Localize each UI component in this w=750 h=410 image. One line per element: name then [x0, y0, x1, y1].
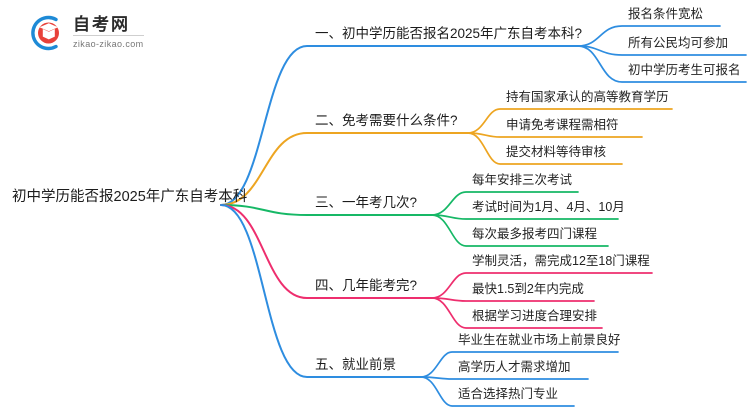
logo-title: 自考网: [73, 15, 144, 36]
leaf-4-2[interactable]: 最快1.5到2年内完成: [472, 282, 584, 296]
leaf-5-3[interactable]: 适合选择热门专业: [458, 387, 559, 401]
leaf-2-2[interactable]: 申请免考课程需相符: [506, 118, 619, 132]
logo-text-block: 自考网 zikao-zikao.com: [73, 15, 144, 51]
leaf-5-1[interactable]: 毕业生在就业市场上前景良好: [458, 333, 621, 347]
leaf-2-3[interactable]: 提交材料等待审核: [506, 145, 607, 159]
connector-path: [220, 132, 469, 206]
connector-path: [577, 45, 747, 83]
connector-path: [467, 108, 673, 134]
branch-title-1[interactable]: 一、初中学历能否报名2025年广东自考本科?: [315, 26, 583, 41]
connector-path: [220, 204, 422, 378]
branch-title-3[interactable]: 三、一年考几次?: [315, 195, 418, 210]
leaf-5-2[interactable]: 高学历人才需求增加: [458, 360, 571, 374]
leaf-3-2[interactable]: 考试时间为1月、4月、10月: [472, 200, 625, 214]
connector-path: [577, 25, 721, 47]
logo-subtitle: zikao-zikao.com: [73, 39, 144, 49]
connector-path: [220, 204, 433, 299]
connector-path: [220, 204, 433, 216]
leaf-1-1[interactable]: 报名条件宽松: [628, 7, 704, 21]
connector-path: [420, 376, 589, 380]
connector-path: [420, 351, 619, 378]
leaf-4-1[interactable]: 学制灵活，需完成12至18门课程: [472, 254, 650, 268]
connector-path: [467, 132, 643, 138]
connector-path: [431, 191, 579, 216]
connector-path: [431, 272, 653, 299]
leaf-4-3[interactable]: 根据学习进度合理安排: [472, 309, 598, 323]
branch-title-2[interactable]: 二、免考需要什么条件?: [315, 113, 458, 128]
leaf-1-2[interactable]: 所有公民均可参加: [628, 36, 729, 50]
connector-path: [220, 45, 579, 206]
branch-title-5[interactable]: 五、就业前景: [315, 357, 396, 372]
graduation-book-icon: [26, 13, 66, 53]
site-logo: 自考网 zikao-zikao.com: [26, 12, 206, 54]
connector-path: [420, 376, 575, 407]
connector-path: [467, 132, 623, 165]
leaf-1-3[interactable]: 初中学历考生可报名: [628, 63, 741, 77]
connector-path: [431, 297, 603, 329]
branch-title-4[interactable]: 四、几年能考完?: [315, 278, 418, 293]
leaf-2-1[interactable]: 持有国家承认的高等教育学历: [506, 90, 669, 104]
connector-path: [431, 214, 619, 220]
connector-path: [431, 297, 595, 302]
leaf-3-3[interactable]: 每次最多报考四门课程: [472, 227, 598, 241]
root-node[interactable]: 初中学历能否报2025年广东自考本科: [12, 189, 248, 205]
connector-path: [431, 214, 609, 247]
leaf-3-1[interactable]: 每年安排三次考试: [472, 173, 573, 187]
